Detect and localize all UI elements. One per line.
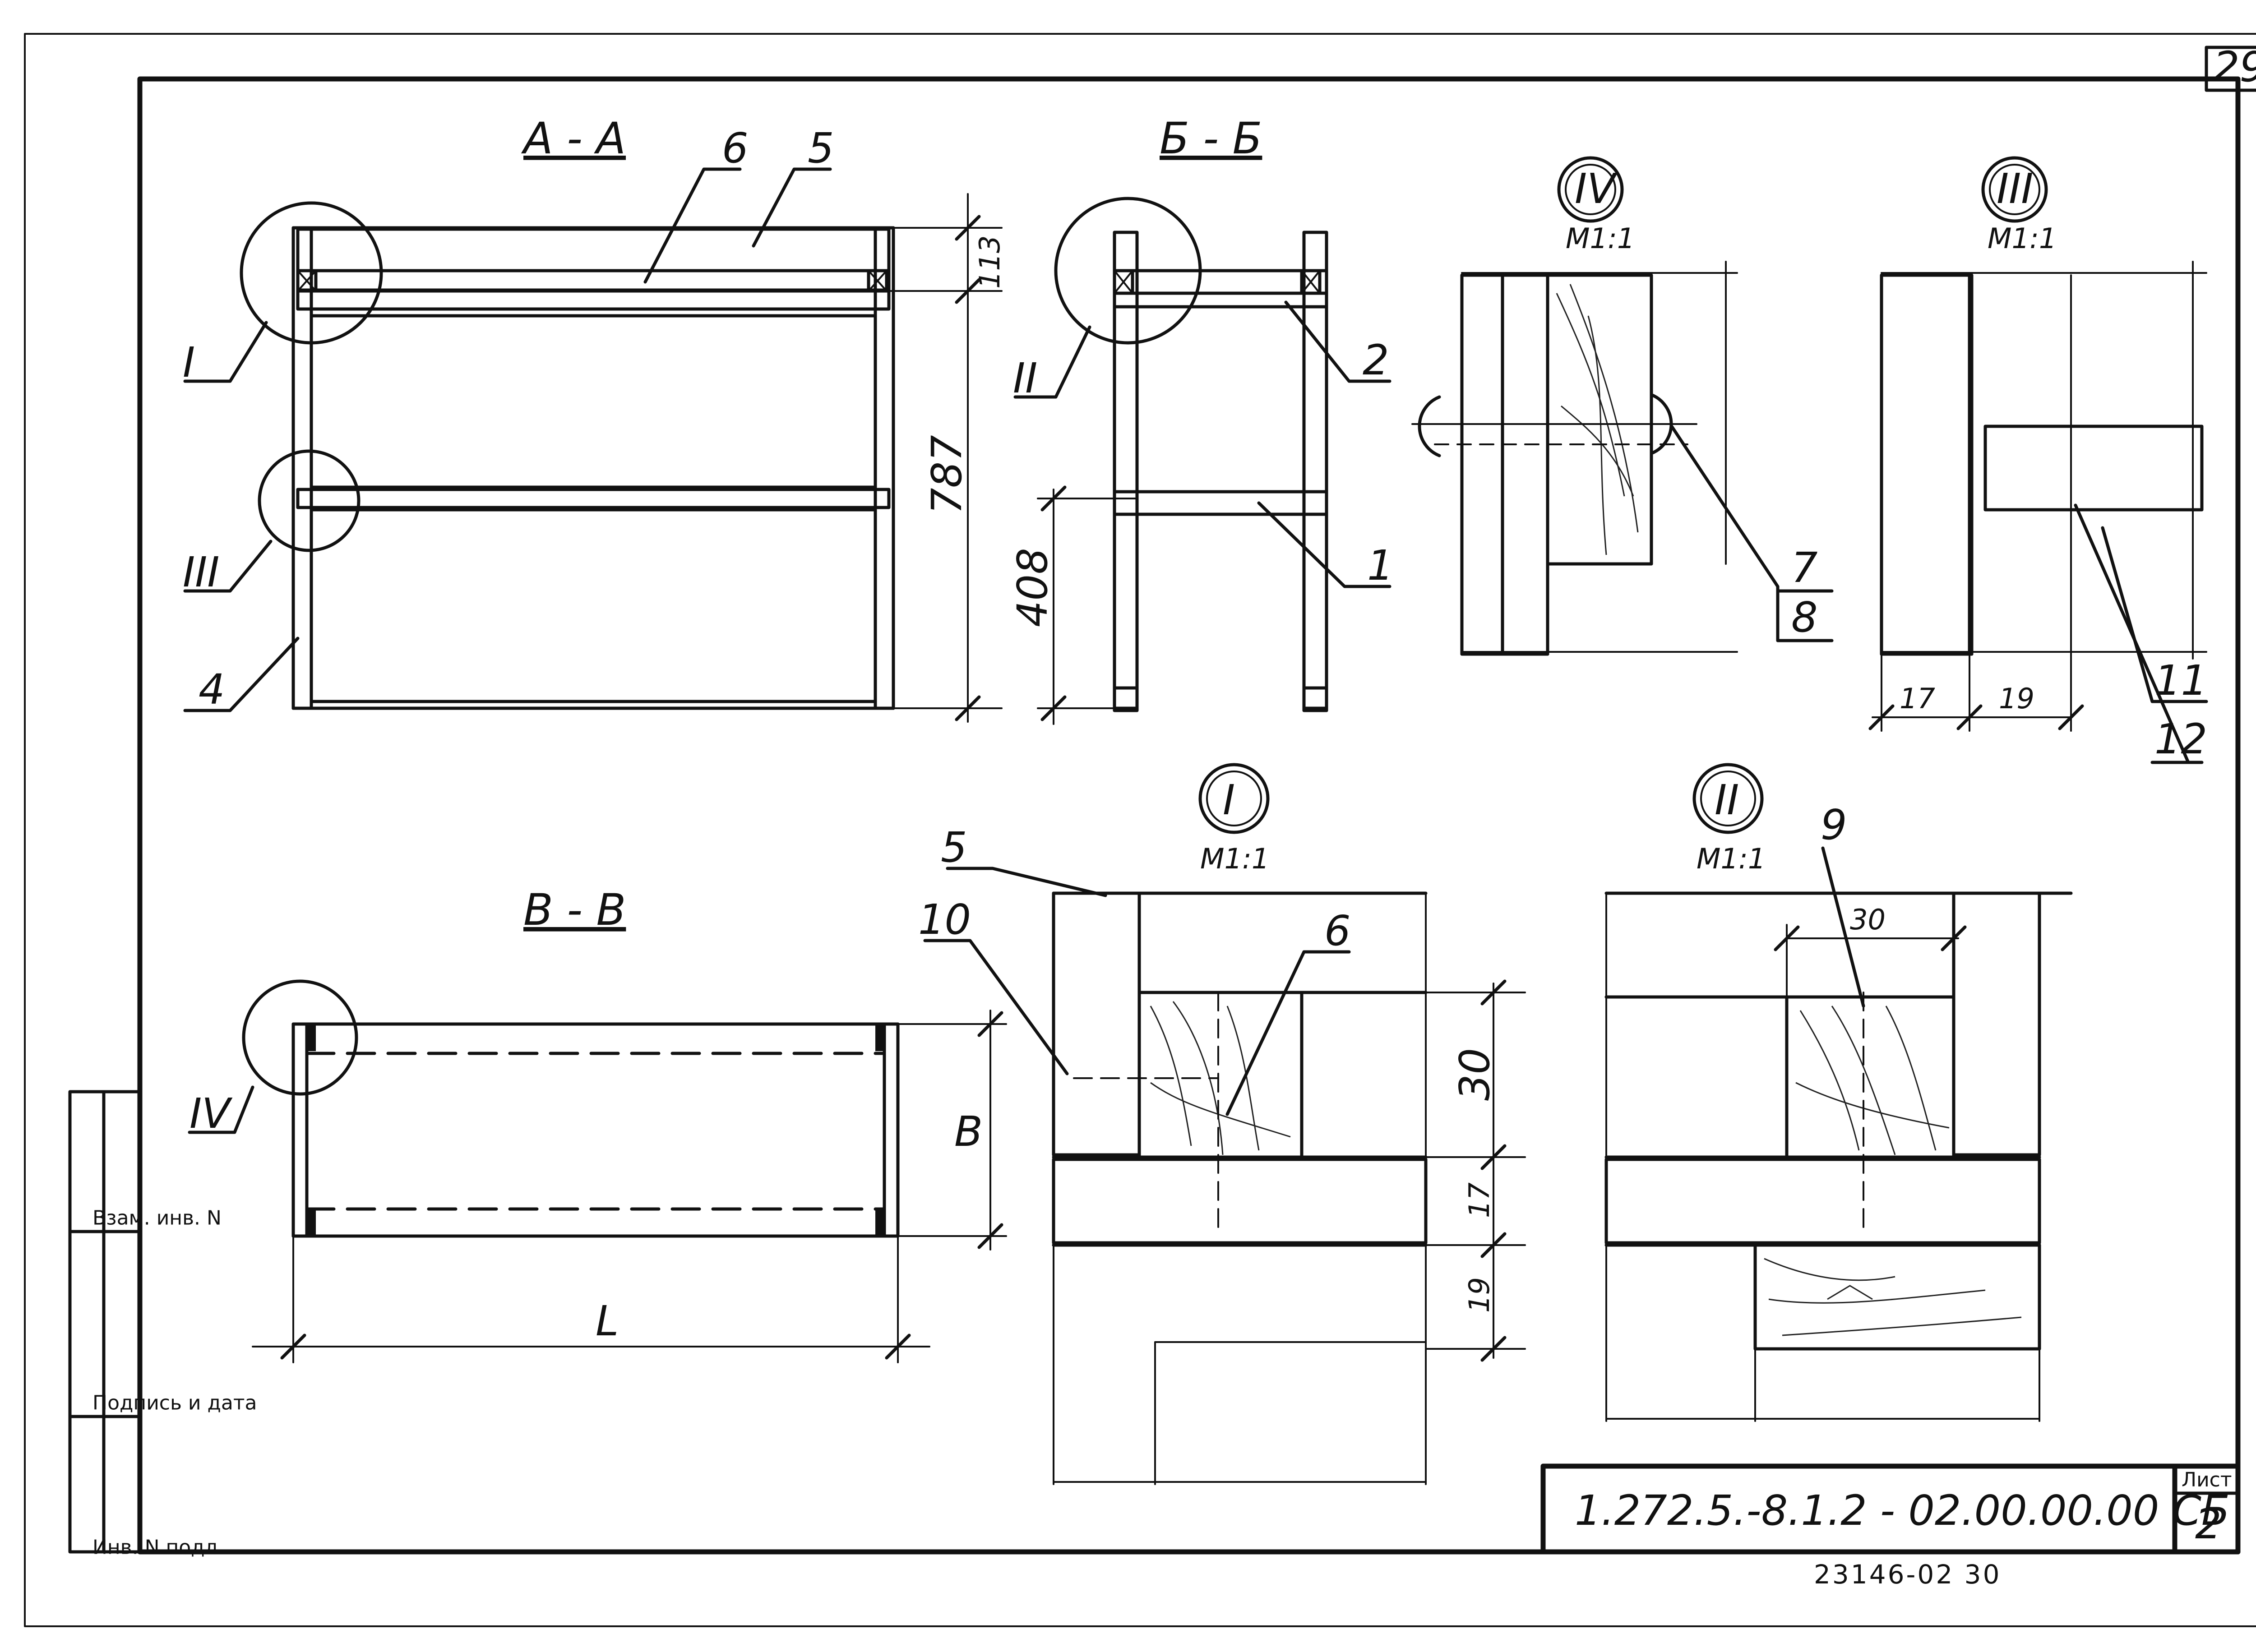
detail-i-numeral: I [1223,776,1235,824]
dim-d2-30: 30 [1850,903,1886,936]
callout-aa-3: III [183,548,219,596]
detail-i: I М1:1 [923,763,1526,1485]
dim-d1-30: 30 [1451,1048,1499,1101]
callout-d1-5: 5 [941,823,967,872]
callout-d1-10: 10 [918,895,971,944]
section-aa-title: А - А [521,113,626,164]
detail-iv: IV М1:1 [1411,156,1834,656]
callout-d4-8: 8 [1791,593,1818,641]
dim-d1-17: 17 [1463,1182,1496,1218]
dim-d3-19: 19 [1999,682,2034,715]
dim-d1-19: 19 [1463,1277,1496,1313]
section-aa: А - А [183,113,1003,723]
title-block [1540,1463,2241,1555]
callout-bb-2: II [1013,354,1037,402]
sheet-frame [24,33,2256,1627]
detail-ii-scale: М1:1 [1697,842,1766,875]
detail-ii-numeral: II [1715,776,1739,824]
callout-aa-4: 4 [199,665,225,714]
section-bb-title: Б - Б [1160,113,1262,164]
dim-d3-17: 17 [1900,682,1935,715]
section-vv-title: В - В [523,885,626,935]
stamp-vzam: Взам. инв. N [92,1207,222,1230]
detail-iv-numeral: IV [1575,165,1618,213]
dim-bb-height: 408 [1008,548,1057,627]
drawing-designation: 1.272.5.-8.1.2 - 02.00.00.00 СБ [1575,1486,2230,1535]
callout-d3-12: 12 [2154,715,2207,763]
stamp-podpis: Подпись и дата [92,1392,257,1415]
callout-vv-4: IV [190,1089,233,1138]
detail-ii: II М1:1 [1604,763,2073,1422]
sheet-number: 2 [2195,1500,2222,1548]
detail-iii-numeral: III [1997,165,2033,213]
callout-aa-6: 6 [722,124,749,172]
callout-d4-7: 7 [1791,544,1818,592]
detail-i-scale: М1:1 [1200,842,1269,875]
footer-code: 23146-02 30 [1814,1559,2001,1590]
callout-aa-1: I [183,338,195,387]
callout-bb-1: 1 [1367,541,1394,590]
side-stamp: Взам. инв. N Подпись и дата Инв. N подл. [68,1090,257,1559]
section-bb: Б - Б [1013,113,1392,725]
callout-d1-6: 6 [1324,907,1351,955]
stamp-inv: Инв. N подл. [92,1536,224,1559]
detail-iv-scale: М1:1 [1566,222,1635,255]
callout-aa-5: 5 [808,124,834,172]
detail-iii-scale: М1:1 [1988,222,2057,255]
dim-vv-width: L [596,1297,619,1345]
dim-vv-height: B [954,1107,983,1156]
detail-iii: III М1:1 [1868,156,2208,764]
page-number: 29 [2213,43,2256,91]
callout-bb-3: 2 [1363,336,1389,384]
sheet-label: Лист [2182,1468,2232,1491]
dim-aa-height: 787 [923,435,971,514]
callout-d3-11: 11 [2154,656,2207,705]
dim-aa-top: 113 [973,235,1006,289]
section-vv: В - В [188,885,1007,1363]
callout-d2-9: 9 [1821,801,1847,849]
